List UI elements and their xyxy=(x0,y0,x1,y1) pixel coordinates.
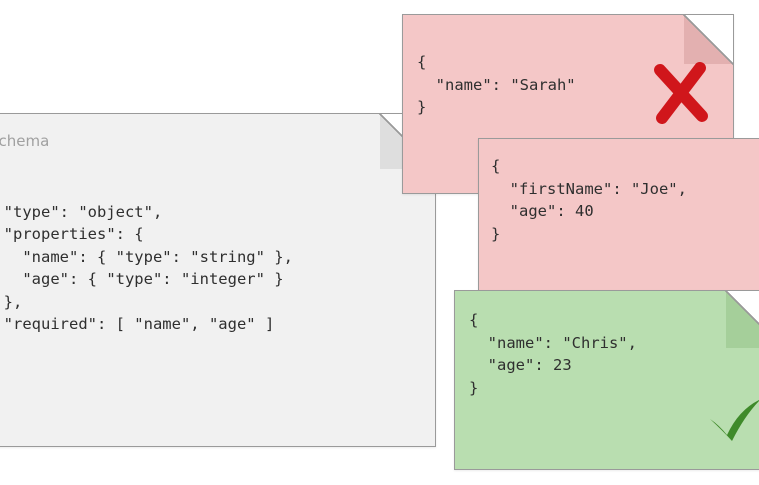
instance-line: "name": "Sarah" xyxy=(417,75,576,94)
instance-line: { xyxy=(469,311,479,329)
schema-line: }, xyxy=(3,292,23,311)
schema-line: "age": { "type": "integer" } xyxy=(0,270,284,288)
schema-title: Schema xyxy=(0,132,50,150)
schema-line: "type": "object", xyxy=(0,202,163,221)
instance-line: "firstName": "Joe", xyxy=(491,179,687,198)
schema-line: "properties": { xyxy=(0,225,144,243)
check-mark-icon xyxy=(710,400,759,441)
instance-line: { xyxy=(417,53,427,71)
cross-mark-icon xyxy=(654,62,708,124)
instance-line: } xyxy=(491,224,501,243)
instance-line: "age": 23 xyxy=(469,356,572,374)
instance-line: "age": 40 xyxy=(491,202,594,220)
instance-line: "name": "Chris", xyxy=(469,333,637,352)
instance-line: } xyxy=(469,378,479,397)
schema-line: "required": [ "name", "age" ] xyxy=(0,315,275,333)
instance-line: } xyxy=(417,98,427,116)
invalid-instance-joe: { "firstName": "Joe", "age": 40 } xyxy=(478,138,759,308)
schema-document: Schema { "type": "object", "properties":… xyxy=(0,113,436,447)
instance-line: { xyxy=(491,157,501,175)
schema-line: "name": { "type": "string" }, xyxy=(0,247,293,266)
valid-instance-chris: { "name": "Chris", "age": 23 } xyxy=(454,290,759,470)
